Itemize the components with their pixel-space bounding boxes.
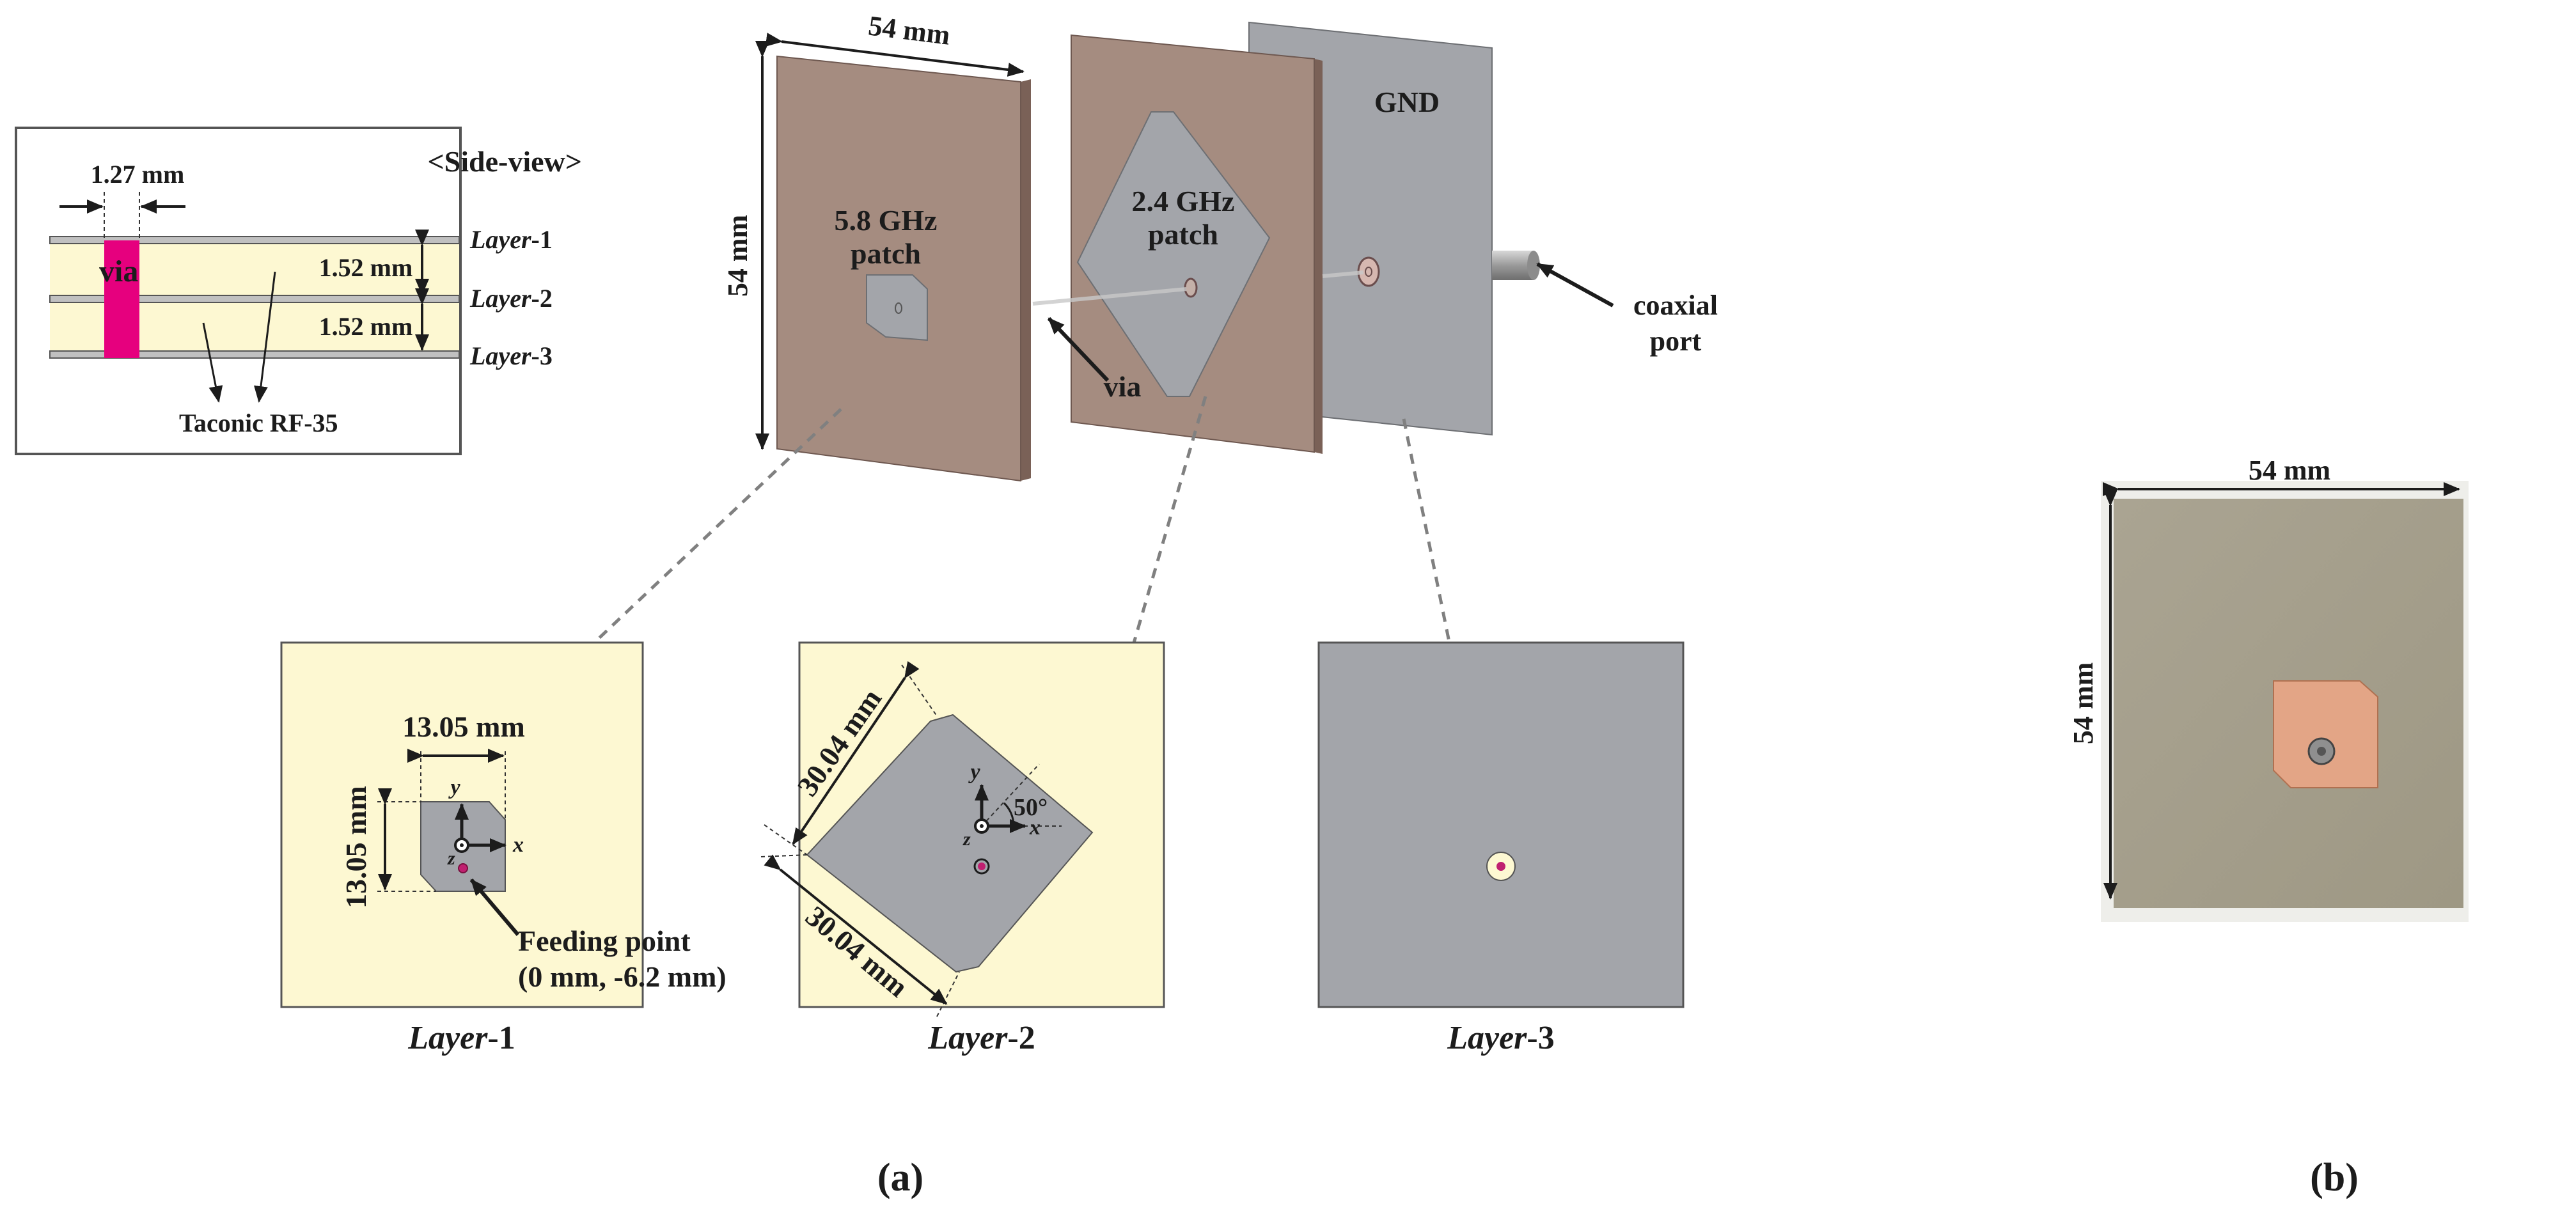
via-label: via (99, 254, 138, 288)
front-board-edge (1021, 79, 1031, 481)
layer-3-label: Layer-3 (469, 341, 553, 370)
photo-width-label: 54 mm (2249, 455, 2330, 486)
via-arrow (1047, 316, 1110, 382)
layer-2-caption: Layer-2 (927, 1020, 1035, 1056)
via-bar (104, 240, 139, 358)
l2-dim-top-arrow (792, 660, 920, 845)
layer-2-label: Layer-2 (469, 284, 553, 313)
l2-dim-guide-4 (936, 971, 960, 1017)
layer-1-view: 13.05 mm 13.05 mm y x z Feeding point (0… (280, 641, 726, 1056)
layer-1-label: Layer-1 (469, 225, 553, 254)
patch-5g8-label-line1: 5.8 GHz (835, 204, 938, 237)
side-view-title: <Side-view> (427, 145, 582, 178)
l1-axis-x-label: x (512, 833, 524, 857)
photo-copper-patch (2273, 680, 2378, 788)
l1-feed-label-line2: (0 mm, -6.2 mm) (518, 960, 726, 993)
exploded-width-label: 54 mm (867, 10, 952, 51)
layer-1-caption: Layer-1 (407, 1020, 515, 1056)
mid-board-edge (1314, 59, 1323, 454)
l2-angle-guide-2 (981, 763, 1040, 827)
l2-axis-x-label: x (1029, 816, 1041, 839)
l2-axis-y-label: y (968, 760, 980, 784)
via-pin-1 (1032, 287, 1187, 306)
coaxial-label-line2: port (1650, 325, 1702, 357)
fabricated-antenna-photo: 54 mm 54 mm (2068, 455, 2469, 922)
l2-feed-point-inner (978, 863, 986, 870)
caption-b: (b) (2310, 1156, 2359, 1199)
l1-axis-z-dot (460, 843, 464, 847)
photo-height-label: 54 mm (2068, 662, 2099, 744)
patch-2g4-label-line2: patch (1148, 218, 1218, 251)
layer-3-ground (1317, 641, 1685, 1008)
gnd-label: GND (1374, 86, 1440, 118)
l1-feed-point (458, 863, 468, 873)
coaxial-label-line1: coaxial (1633, 290, 1718, 321)
l1-axis-y-label: y (448, 776, 460, 799)
layer-3-caption: Layer-3 (1447, 1020, 1555, 1056)
l2-angle-label: 50° (1014, 794, 1048, 821)
gnd-hole-inner (1365, 267, 1372, 277)
via-pin-2 (1322, 270, 1364, 278)
gap-bottom-label: 1.52 mm (319, 312, 413, 341)
coax-arrow (1536, 262, 1614, 308)
l1-feed-label-line1: Feeding point (518, 925, 691, 957)
l2-dim-guide-2 (764, 824, 808, 855)
gap-top-label: 1.52 mm (319, 253, 413, 282)
coaxial-connector (1492, 251, 1534, 280)
layer-3-view: Layer-3 (1317, 641, 1685, 1056)
patch-2g4 (1076, 111, 1271, 397)
l1-dim-h-label: 13.05 mm (340, 786, 372, 909)
patch-5g8-label-line2: patch (851, 237, 921, 270)
layer-3-pin (1496, 862, 1505, 871)
photo-solder-center (2317, 747, 2326, 756)
l1-axis-z-label: z (447, 848, 455, 869)
layer-3-line (49, 350, 460, 359)
exploded-width-arrow (765, 33, 1025, 77)
caption-a: (a) (877, 1156, 923, 1199)
l2-axis-z-dot (980, 824, 984, 828)
material-pointer-2 (254, 271, 276, 403)
exploded-height-label: 54 mm (722, 215, 753, 297)
patch-2g4-label-line1: 2.4 GHz (1132, 185, 1235, 217)
l2-axis-z-label: z (962, 829, 971, 850)
l1-feed-arrow (469, 878, 520, 936)
via-exploded-label: via (1104, 370, 1142, 403)
patch-2g4-feed (1184, 277, 1198, 298)
layer-2-view: 30.04 mm 30.04 mm 50° y x z Layer-2 (760, 641, 1165, 1056)
material-label: Taconic RF-35 (179, 409, 338, 437)
patch-5g8-feed (895, 302, 902, 314)
layer-2-line (49, 295, 460, 303)
side-view-panel: <Side-view> via 1.27 mm 1.52 mm 1.52 mm … (15, 127, 582, 455)
l2-dim-bottom-arrow (764, 854, 948, 1005)
material-pointer-1 (202, 322, 223, 403)
layer-1-line (49, 236, 460, 244)
via-width-label: 1.27 mm (91, 160, 185, 189)
l1-dim-w-label: 13.05 mm (402, 710, 525, 743)
patch-5g8 (866, 274, 928, 341)
exploded-view: GND coaxial port 2.4 GHz patch via 5.8 G… (722, 10, 1718, 482)
